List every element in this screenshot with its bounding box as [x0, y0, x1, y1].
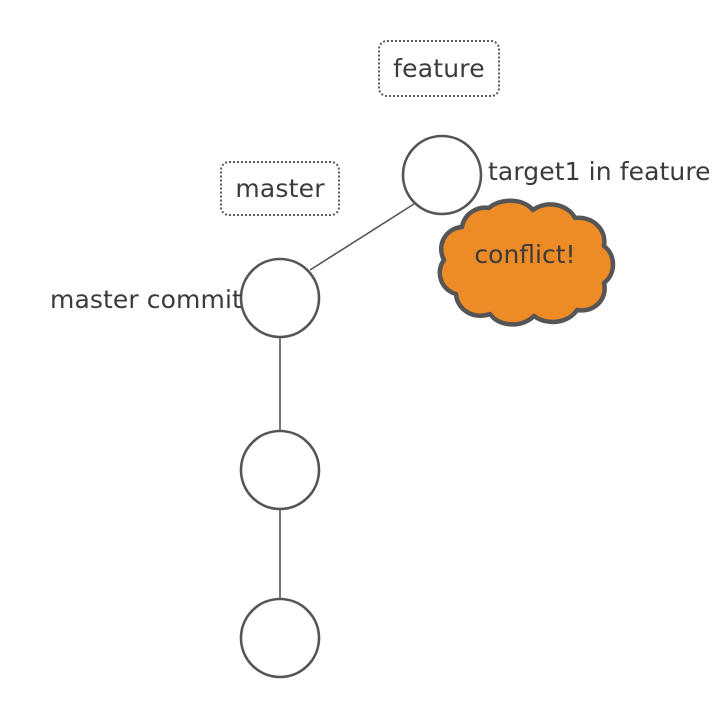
- commit-node-group: [239, 134, 483, 679]
- conflict-cloud-shape: [437, 198, 616, 327]
- edge-group: [279, 203, 415, 598]
- branch-label-feature-text: feature: [393, 54, 485, 83]
- branch-label-master: master: [220, 161, 340, 216]
- branch-label-feature: feature: [378, 40, 500, 97]
- target1-in-feature-label: target1 in feature: [488, 157, 711, 186]
- commit-node-master-root: [239, 597, 321, 679]
- master-commit-label: master commit: [50, 285, 242, 314]
- commit-node-master-mid: [239, 429, 321, 511]
- branch-label-master-text: master: [235, 174, 325, 203]
- conflict-callout-label: conflict!: [474, 240, 576, 269]
- edge-master-to-feature: [309, 203, 415, 271]
- commit-node-master-tip: [239, 257, 321, 339]
- commit-node-feature-tip: [401, 134, 483, 216]
